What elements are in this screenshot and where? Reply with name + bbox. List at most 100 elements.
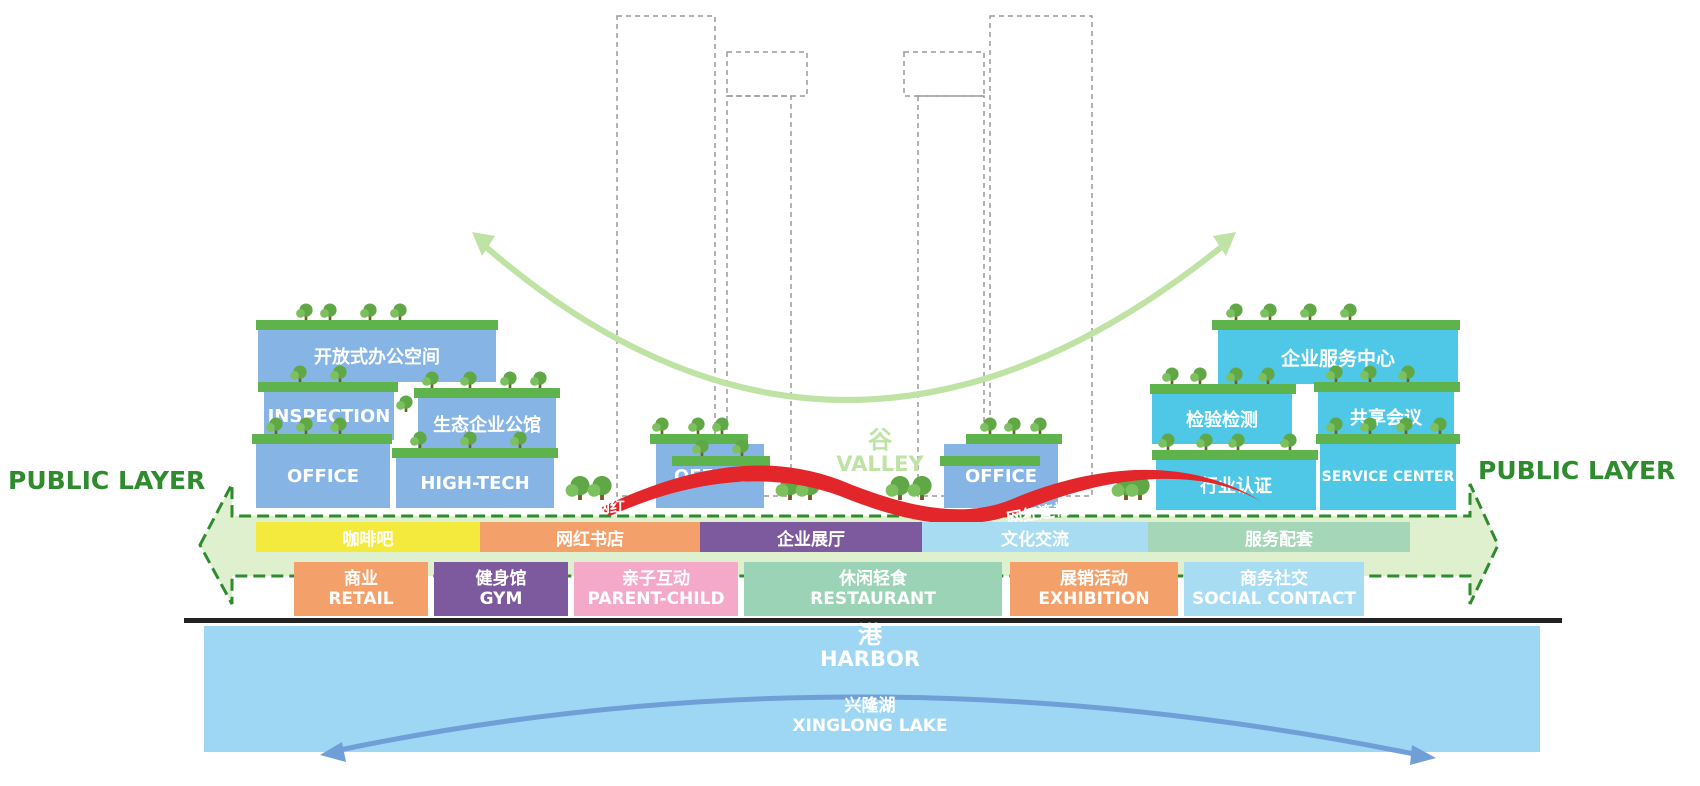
lower-band-item-cn: 亲子互动: [622, 568, 690, 589]
tree-icon: [1326, 365, 1343, 382]
bridge-label-left: 红网红: [580, 498, 626, 516]
tree-icon: [510, 431, 527, 448]
public-layer-label-right: PUBLIC LAYER: [1478, 456, 1676, 485]
tree-icon: [330, 417, 347, 434]
tree-icon: [296, 303, 313, 320]
roof-office-center-right-lower: [940, 456, 1040, 466]
tree-icon: [1158, 433, 1175, 450]
tree-icon: [1396, 417, 1413, 434]
tree-icon: [422, 371, 439, 388]
roof-inspection: [258, 382, 398, 392]
tree-icon: [290, 365, 307, 382]
tree-icon: [1004, 417, 1021, 434]
roof-testing: [1150, 384, 1296, 394]
roof-service-center: [1316, 434, 1460, 444]
tree-icon: [330, 365, 347, 382]
roof-open-office: [256, 320, 498, 330]
upper-band-item: 网红书店: [480, 522, 700, 552]
roof-eco-enterprise: [414, 388, 560, 398]
lower-band-item-en: EXHIBITION: [1038, 589, 1150, 609]
tree-icon: [688, 417, 705, 434]
building-open-office-label: 开放式办公空间: [314, 347, 440, 368]
tree-icon: [565, 476, 590, 500]
tree-icon: [460, 371, 477, 388]
lake-label: 兴隆湖 XINGLONG LAKE: [720, 696, 1020, 737]
roof-certification: [1152, 450, 1318, 460]
tree-icon: [1280, 433, 1297, 450]
building-testing-label: 检验检测: [1186, 410, 1258, 431]
tree-icon: [1226, 367, 1243, 384]
tree-icon: [1190, 367, 1207, 384]
harbor-label-en: HARBOR: [819, 647, 921, 672]
tree-icon: [1258, 367, 1275, 384]
lake-arc-left-arrowhead: [320, 742, 346, 762]
valley-label: 谷 VALLEY: [830, 426, 930, 477]
tree-icon: [1260, 303, 1277, 320]
building-shared-meeting: 共享会议: [1318, 392, 1454, 442]
upper-band-item: 咖啡吧: [256, 522, 480, 552]
tree-icon: [1125, 476, 1150, 500]
tree-icon: [1030, 417, 1047, 434]
building-inspection: INSPECTION: [264, 392, 394, 440]
tree-icon: [500, 371, 517, 388]
tree-icon: [390, 303, 407, 320]
lower-band-item-en: RESTAURANT: [810, 589, 936, 609]
lower-band-item-cn: 商业: [344, 568, 378, 589]
tower-outline-right-cap: [903, 51, 985, 97]
lake-arc: [329, 694, 1425, 759]
building-enterprise-service-label: 企业服务中心: [1280, 347, 1395, 370]
lake-arc-right-arrowhead: [1410, 745, 1436, 765]
lower-band-item-cn: 健身馆: [475, 568, 527, 589]
roof-office-center-left: [650, 434, 748, 444]
building-service-center-label: SERVICE CENTER: [1321, 469, 1455, 485]
building-high-tech-label: HIGH-TECH: [420, 472, 530, 494]
tree-icon: [396, 395, 413, 412]
lower-band-item-en: GYM: [479, 589, 523, 609]
tree-icon: [712, 417, 729, 434]
tree-icon: [692, 439, 709, 456]
roof-high-tech: [392, 448, 558, 458]
building-office-left-label: OFFICE: [286, 465, 360, 487]
roof-shared-meeting: [1314, 382, 1460, 392]
valley-label-en: VALLEY: [836, 452, 924, 477]
tree-icon: [907, 476, 932, 500]
tree-icon: [1430, 417, 1447, 434]
tree-icon: [320, 303, 337, 320]
building-inspection-label: INSPECTION: [267, 405, 391, 427]
tree-icon: [460, 431, 477, 448]
lower-band-item-en: PARENT-CHILD: [587, 589, 725, 609]
roof-office-center-left-lower: [672, 456, 770, 466]
ground-line: [184, 618, 1562, 623]
tree-icon: [360, 303, 377, 320]
building-office-left: OFFICE: [256, 444, 390, 508]
tree-icon: [652, 417, 669, 434]
tree-icon: [1228, 433, 1245, 450]
valley-label-cn: 谷: [868, 426, 892, 454]
tree-icon: [296, 417, 313, 434]
building-eco-enterprise: 生态企业公馆: [418, 398, 556, 450]
lower-band-item-cn: 休闲轻食: [839, 568, 907, 589]
building-office-center-right-label: OFFICE: [964, 465, 1038, 487]
building-service-center: SERVICE CENTER: [1320, 444, 1456, 510]
tree-icon: [530, 371, 547, 388]
lake-label-en: XINGLONG LAKE: [792, 716, 948, 737]
roof-enterprise-service: [1212, 320, 1460, 330]
tree-icon: [1226, 303, 1243, 320]
building-testing: 检验检测: [1152, 394, 1292, 444]
tower-outline-left-tall: [616, 15, 716, 497]
harbor-label: 港 HARBOR: [740, 622, 1000, 671]
tree-icon: [1326, 417, 1343, 434]
tree-icon: [1162, 367, 1179, 384]
building-eco-enterprise-label: 生态企业公馆: [433, 415, 541, 436]
tree-icon: [980, 417, 997, 434]
tree-icon: [587, 476, 612, 500]
lower-band-item-en: SOCIAL CONTACT: [1191, 589, 1357, 609]
valley-arc: [476, 237, 1232, 403]
